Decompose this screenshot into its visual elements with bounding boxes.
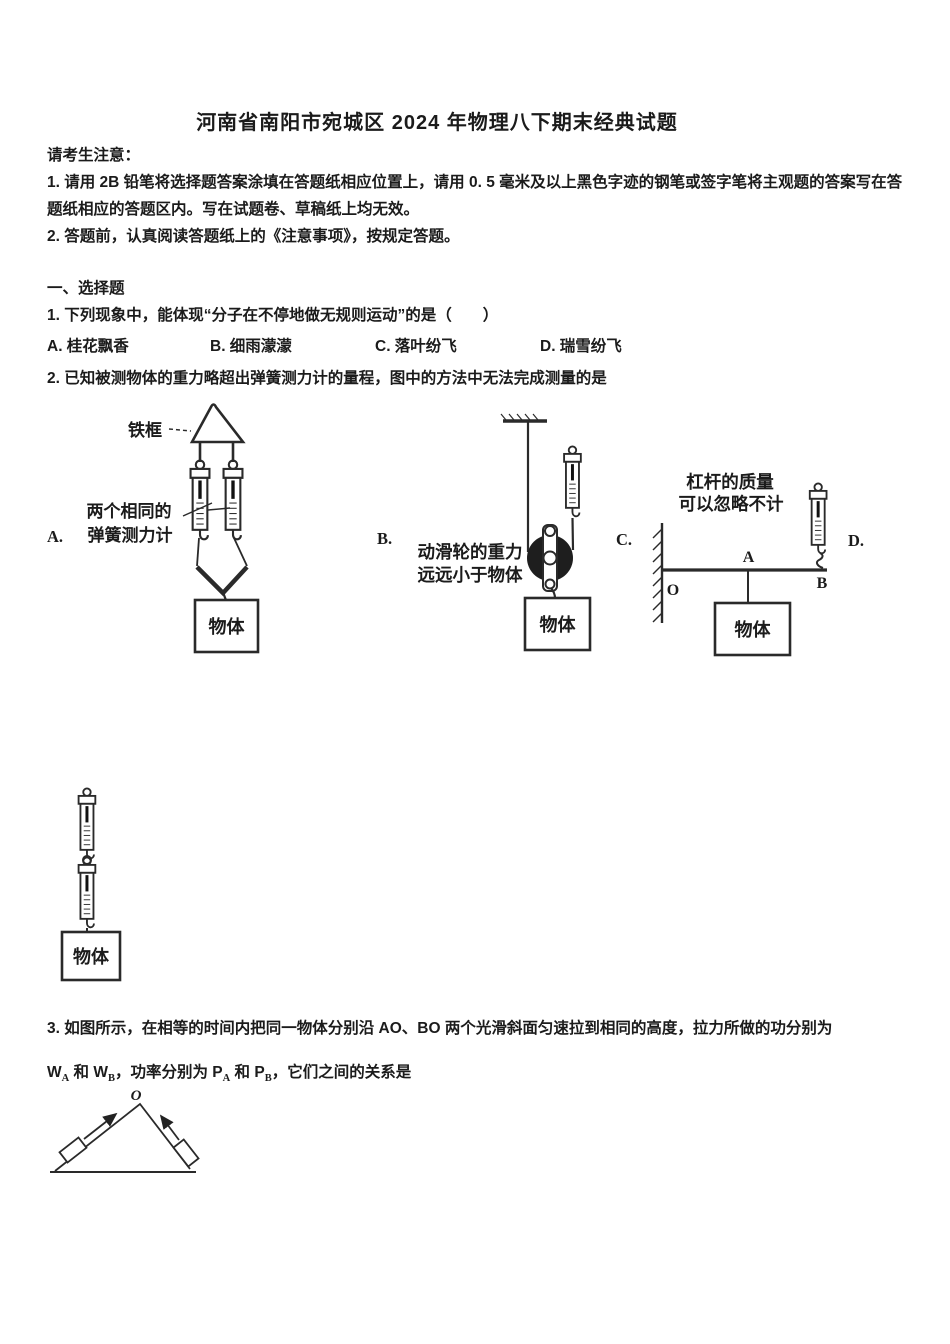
scale-to-yoke-links: [196, 537, 248, 567]
object-box-label: 物体: [540, 614, 577, 635]
two-scales-label-line1: 两个相同的: [87, 501, 172, 521]
block-right: [172, 1138, 200, 1168]
iron-frame-label: 铁框: [128, 420, 162, 440]
formula-segment: ，功率分别为 P: [115, 1064, 223, 1081]
figure-q3-inclined-planes: O: [50, 1088, 200, 1173]
question-1-option-d: D. 瑞雪纷飞: [540, 338, 622, 355]
hanger-rods: [198, 442, 235, 462]
object-box: [523, 596, 592, 652]
spring-scale-icon: [562, 444, 583, 518]
figure-option-letter-b: B.: [377, 529, 393, 548]
scales-pointer-lines: [182, 502, 231, 517]
figure-b-movable-pulley: 动滑轮的重力 远远小于物体 物体: [418, 413, 592, 652]
pull-arrow-right: [159, 1114, 180, 1141]
question-3-text-line1: 3. 如图所示，在相等的时间内把同一物体分别沿 AO、BO 两个光滑斜面匀速拉到…: [47, 1020, 833, 1037]
lever-note-line1: 杠杆的质量: [686, 472, 774, 492]
figure-d-scales-in-series: 物体: [60, 786, 122, 982]
pull-arrow-left: [83, 1112, 118, 1140]
wall-hatching: [652, 528, 663, 623]
formula-subscript: B: [264, 1073, 272, 1085]
notice-heading: 请考生注意：: [47, 147, 141, 164]
spring-scale-icon: [808, 481, 829, 555]
apex-o-label: O: [131, 1088, 142, 1104]
pulley-axle: [542, 550, 558, 566]
notice-block: 请考生注意： 1. 请用 2B 铅笔将选择题答案涂填在答题纸相应位置上，请用 0…: [47, 142, 915, 250]
question-1-option-c: C. 落叶纷飞: [375, 338, 457, 355]
pivot-o-label: O: [667, 582, 679, 599]
object-box: [193, 598, 260, 654]
formula-segment: ，它们之间的关系是: [271, 1064, 412, 1081]
formula-subscript: A: [222, 1073, 231, 1085]
formula-subscript: A: [61, 1073, 70, 1085]
pulley-note-line1: 动滑轮的重力: [418, 542, 523, 562]
iron-frame-shape: [189, 403, 246, 444]
notice-item-2: 2. 答题前，认真阅读答题纸上的《注意事项》，按规定答题。: [47, 228, 460, 245]
spring-scale-bottom-icon: [77, 855, 97, 929]
formula-segment: W: [47, 1064, 62, 1081]
point-a-label: A: [743, 549, 755, 566]
section-heading: 一、选择题: [47, 280, 125, 297]
spring-scale-right-icon: [221, 458, 245, 542]
pulley-top-ring: [544, 525, 556, 537]
formula-segment: 和 P: [230, 1064, 265, 1081]
object-box: [60, 930, 122, 982]
figure-option-letter-c: C.: [616, 530, 633, 549]
spring-scale-top-icon: [77, 786, 97, 860]
notice-item-1: 1. 请用 2B 铅笔将选择题答案涂填在答题纸相应位置上，请用 0. 5 毫米及…: [47, 174, 903, 218]
string-right-strand: [571, 517, 575, 551]
formula-subscript: B: [107, 1073, 115, 1085]
page-title: 河南省南阳市宛城区 2024 年物理八下期末经典试题: [196, 112, 678, 134]
block-left: [58, 1136, 88, 1164]
lever-note-line2: 可以忽略不计: [679, 494, 784, 514]
pulley-note-line2: 远远小于物体: [418, 565, 523, 585]
object-box-label: 物体: [735, 619, 772, 640]
object-box-label: 物体: [209, 616, 246, 637]
figure-a-two-scales-parallel: 铁框 两个相同的 弹簧测力计 物体: [87, 403, 260, 654]
figure-c-lever: 杠杆的质量 可以忽略不计 O A B 物体: [652, 472, 829, 657]
object-box-label: 物体: [73, 946, 110, 967]
figure-option-letter-d: D.: [848, 531, 865, 550]
figure-option-letter-a: A.: [47, 527, 64, 546]
formula-segment: 和 W: [69, 1064, 108, 1081]
object-box: [713, 601, 792, 657]
question-1-option-b: B. 细雨濛濛: [210, 338, 292, 355]
two-scales-label-line2: 弹簧测力计: [88, 525, 173, 545]
ceiling-hatching: [500, 413, 539, 421]
yoke-v-shape: [195, 565, 249, 597]
spring-scale-left-icon: [188, 458, 212, 542]
question-3-formula-line: WA 和 WB，功率分别为 PA 和 PB，它们之间的关系是: [47, 1060, 411, 1084]
question-2-text: 2. 已知被测物体的重力略超出弹簧测力计的量程，图中的方法中无法完成测量的是: [47, 370, 607, 387]
scale-to-lever-hook: [815, 552, 824, 569]
question-1-text: 1. 下列现象中，能体现“分子在不停地做无规则运动”的是（ ）: [47, 307, 499, 324]
iron-frame-pointer-line: [168, 428, 192, 432]
point-b-label: B: [817, 575, 828, 592]
question-1-option-a: A. 桂花飘香: [47, 338, 129, 355]
incline-slopes: [54, 1102, 191, 1172]
pulley-bottom-ring: [544, 578, 556, 590]
